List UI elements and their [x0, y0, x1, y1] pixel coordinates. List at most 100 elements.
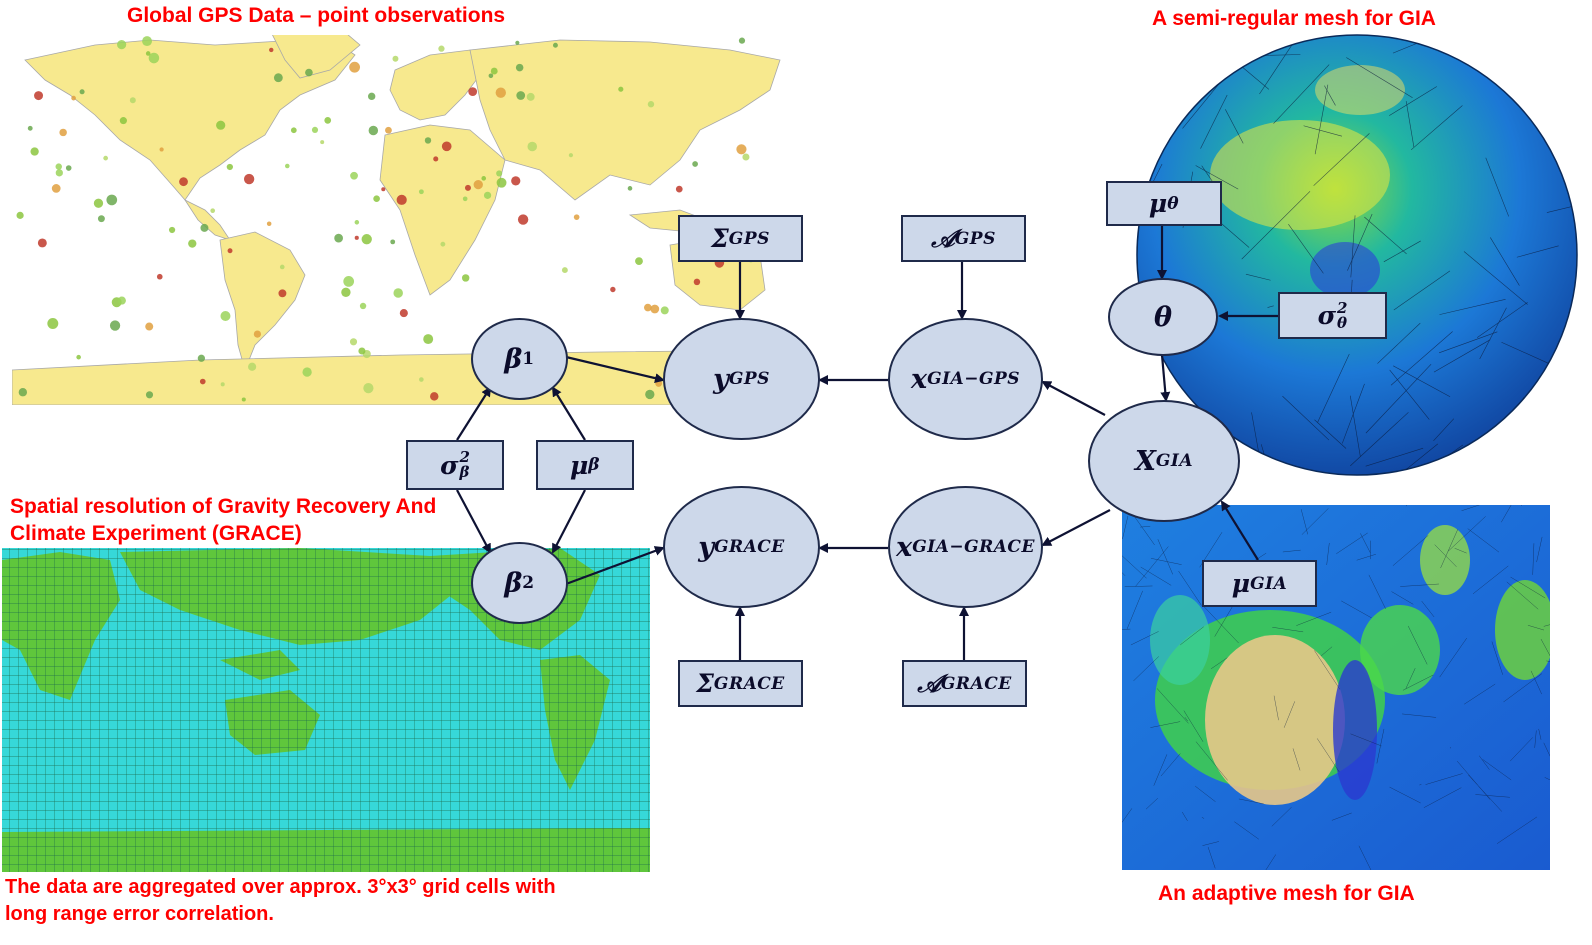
gps-station-dot — [269, 47, 274, 53]
mesh-edge — [1389, 786, 1421, 804]
mesh-edge — [1350, 215, 1356, 278]
gps-station-dot — [399, 309, 408, 318]
gps-station-dot — [473, 179, 483, 190]
gps-station-dot — [65, 165, 72, 171]
gps-station-dot — [253, 330, 262, 338]
gps-station-dot — [159, 147, 164, 152]
gps-station-dot — [488, 73, 494, 79]
gps-station-dot — [385, 126, 392, 134]
gps-station-dot — [363, 383, 374, 394]
gps-station-dot — [216, 120, 226, 130]
mesh-edge — [1341, 383, 1365, 444]
grace-note-line2: long range error correlation. — [5, 903, 274, 925]
mesh-edge — [1463, 251, 1528, 305]
mesh-edge — [1301, 508, 1329, 535]
mesh-edge — [1194, 785, 1216, 802]
gps-station-dot — [227, 248, 233, 254]
mesh-edge — [1406, 505, 1407, 507]
gps-station-dot — [362, 349, 371, 359]
mesh-edge — [1467, 528, 1500, 553]
mesh-edge — [1439, 637, 1467, 678]
gps-station-dot — [496, 170, 503, 177]
sigma-beta-symbol: σ — [440, 450, 459, 480]
gps-station-dot — [354, 235, 359, 240]
gps-station-dot — [368, 125, 379, 136]
a-grace-symbol: 𝒜 — [917, 668, 941, 698]
gps-station-dot — [438, 45, 445, 52]
mesh-edge — [1546, 660, 1550, 662]
mesh-edge — [1313, 133, 1370, 186]
gps-station-dot — [117, 39, 127, 50]
mesh-edge — [1544, 777, 1550, 781]
mesh-edge — [1314, 419, 1347, 449]
mesh-edge — [1393, 270, 1451, 311]
gps-station-dot — [430, 392, 439, 401]
gps-station-dot — [97, 215, 105, 223]
gps-station-dot — [145, 391, 154, 399]
gps-station-dot — [302, 367, 312, 377]
mesh-edge — [1543, 624, 1550, 627]
mesh-edge — [1184, 717, 1188, 722]
mesh-edge — [1507, 397, 1525, 438]
gps-station-dot — [561, 267, 568, 274]
gps-station-dot — [354, 220, 360, 225]
mesh-edge — [1567, 35, 1577, 72]
gps-station-dot — [343, 276, 355, 287]
gps-station-dot — [199, 378, 206, 385]
gps-station-dot — [515, 40, 520, 45]
mesh-edge — [1490, 237, 1520, 286]
mesh-edge — [1510, 576, 1546, 599]
mesh-edge — [1423, 787, 1462, 808]
gps-station-dot — [552, 42, 558, 48]
mu-beta-symbol: μ — [569, 450, 589, 480]
gps-station-dot — [390, 239, 396, 245]
mesh-edge — [1538, 728, 1542, 740]
mesh-edge — [1145, 798, 1158, 810]
beta2-subscript: 2 — [522, 573, 535, 593]
mesh-edge — [1267, 305, 1274, 308]
gps-station-dot — [350, 171, 358, 180]
mesh-edge — [1203, 606, 1239, 644]
mu-theta-symbol: μ — [1148, 189, 1168, 218]
gps-station-dot — [103, 155, 109, 161]
mesh-edge — [1513, 425, 1558, 464]
gps-map-title: Global GPS Data – point observations — [127, 4, 506, 27]
gps-station-dot — [496, 177, 507, 188]
mesh-edge — [1434, 544, 1457, 567]
gps-station-dot — [373, 195, 380, 203]
gps-station-dot — [55, 169, 63, 177]
gps-station-dot — [468, 87, 478, 96]
mesh-edge — [1201, 817, 1205, 819]
gps-station-dot — [109, 320, 121, 331]
edge-theta-xgia — [1160, 354, 1171, 402]
gps-station-dot — [334, 233, 343, 243]
gps-station-dot — [635, 257, 643, 266]
gps-station-dot — [37, 238, 47, 248]
gps-station-dot — [145, 322, 154, 331]
gps-station-dot — [643, 303, 652, 312]
mesh-edge — [1358, 845, 1372, 870]
mu-gia-symbol: μ — [1231, 569, 1251, 598]
gps-station-dot — [324, 116, 332, 124]
gps-station-dot — [200, 223, 209, 232]
mesh-edge — [1389, 369, 1430, 420]
mesh-edge — [1475, 794, 1510, 798]
mesh-edge — [1150, 721, 1181, 728]
x-gia-grace-symbol: x — [896, 531, 913, 563]
gps-station-dot — [568, 153, 574, 158]
grace-title-line1: Spatial resolution of Gravity Recovery A… — [10, 495, 437, 518]
mesh-edge — [1273, 64, 1330, 124]
mesh-edge — [1260, 444, 1281, 475]
mesh-edge — [1126, 590, 1143, 630]
mesh-edge — [1245, 273, 1271, 281]
y-grace-symbol: y — [698, 531, 714, 563]
grace-note-line1: The data are aggregated over approx. 3°x… — [5, 876, 556, 898]
mesh-edge — [1364, 216, 1407, 255]
mesh-edge — [1534, 730, 1537, 748]
mesh-edge — [1157, 539, 1173, 575]
